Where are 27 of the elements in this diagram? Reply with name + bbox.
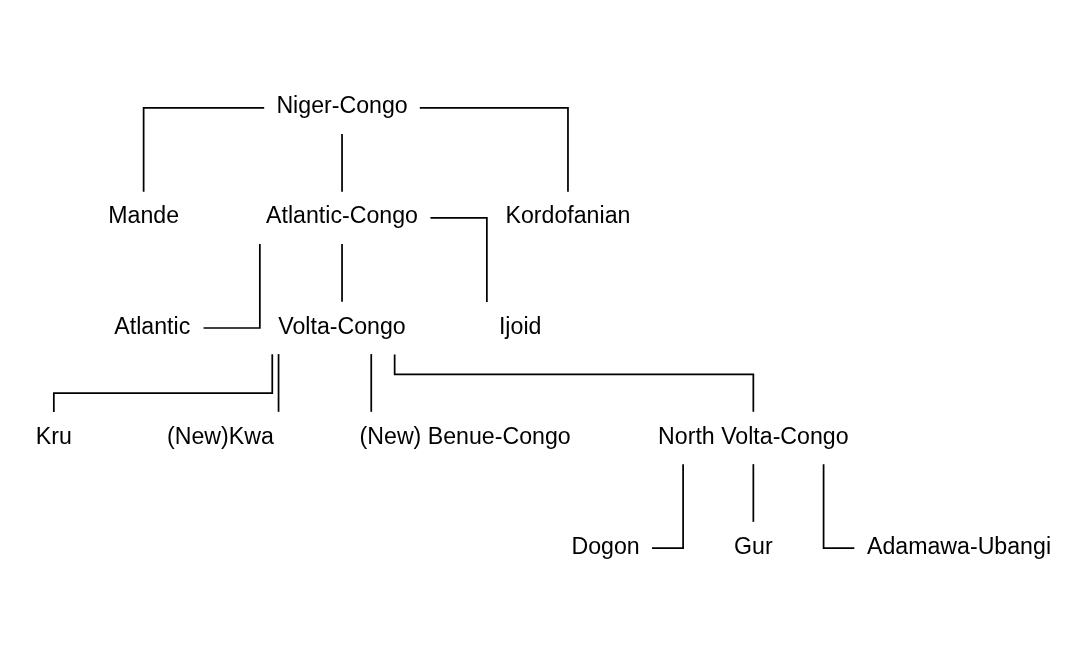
node-text: Kordofanian <box>505 201 631 228</box>
connector <box>822 462 856 549</box>
connector <box>52 352 274 413</box>
node-text: (New) Benue-Congo <box>359 422 571 449</box>
connector <box>202 242 261 329</box>
connector <box>142 106 266 193</box>
connector <box>277 352 280 413</box>
node-text: Adamawa-Ubangi <box>866 532 1052 559</box>
node-text: Niger-Congo <box>276 91 408 118</box>
connector <box>393 353 755 413</box>
connector <box>651 462 684 549</box>
node-text: Mande <box>108 201 180 228</box>
node-text: Atlantic <box>114 312 191 338</box>
node-text: Gur <box>734 532 773 559</box>
connector <box>418 106 569 193</box>
node-text: Dogon <box>571 532 640 559</box>
node-text: Kru <box>35 422 72 449</box>
connector <box>341 132 343 192</box>
node-text: Atlantic-Congo <box>266 201 418 228</box>
connector <box>429 216 488 303</box>
node-text: Volta-Congo <box>278 312 406 338</box>
node-text: (New)Kwa <box>166 422 274 449</box>
connector <box>341 242 343 303</box>
node-text: Ijoid <box>498 312 542 338</box>
connector <box>752 462 755 523</box>
node-text: North Volta-Congo <box>658 422 849 449</box>
connector <box>370 352 373 413</box>
